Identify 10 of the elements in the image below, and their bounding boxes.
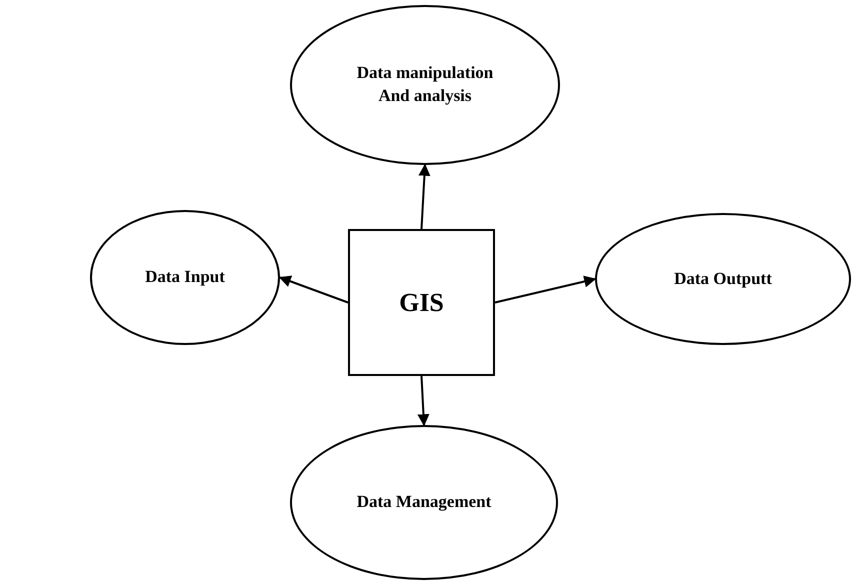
arrow — [494, 276, 596, 304]
arrow — [278, 276, 348, 304]
process-box — [348, 229, 495, 376]
node-label: Data Input — [145, 266, 225, 288]
node-label: Data Outputt — [674, 268, 772, 290]
arrow — [417, 376, 430, 426]
node-label: Data manipulation And analysis — [356, 62, 494, 107]
node-label: Data Management — [356, 491, 492, 514]
node-label: GIS — [399, 286, 444, 319]
arrow — [418, 164, 430, 230]
